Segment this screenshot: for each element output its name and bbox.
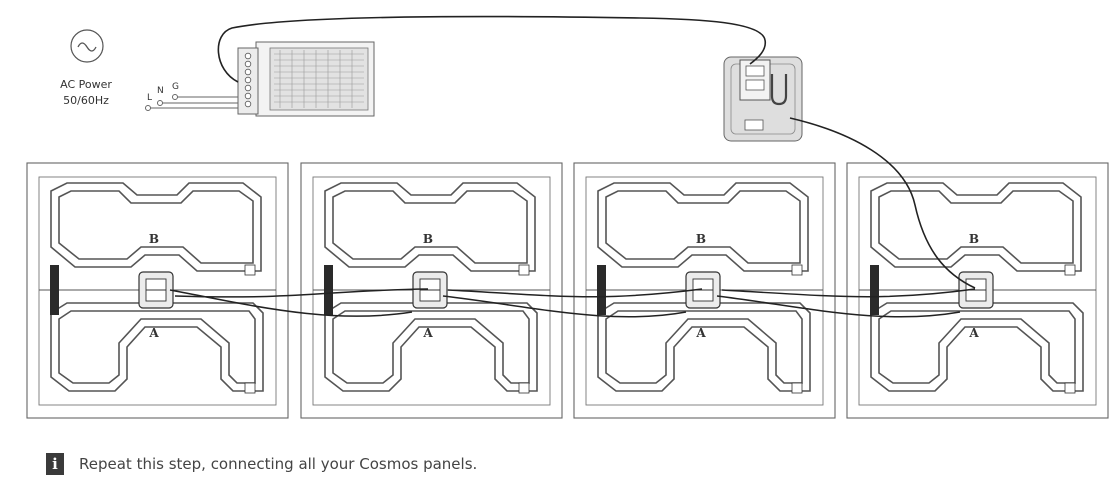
ac-power-symbol: AC Power 50/60Hz (60, 29, 112, 107)
terminal-l-label: L (147, 93, 152, 103)
zone-b-label: B (149, 232, 159, 246)
ac-frequency-label: 50/60Hz (63, 94, 109, 107)
zone-a-label: A (422, 326, 433, 340)
note-text: Repeat this step, connecting all your Co… (79, 455, 478, 473)
zone-b-label: B (696, 232, 706, 246)
terminal-g-label: G (172, 82, 179, 92)
power-cable (217, 15, 767, 83)
ac-power-label: AC Power (60, 78, 112, 91)
ac-sine-icon (70, 29, 104, 63)
cosmos-panel: B A (846, 162, 1109, 419)
controller-cable (789, 117, 976, 289)
info-note: i Repeat this step, connecting all your … (46, 452, 477, 476)
mains-terminals: L N G (145, 82, 238, 111)
power-supply-unit (237, 41, 375, 117)
zone-b-label: B (423, 232, 433, 246)
panel-link-cables (169, 288, 976, 318)
zone-a-label: A (148, 326, 159, 340)
cosmos-panel: B A (573, 162, 836, 419)
info-icon: i (46, 453, 64, 475)
cosmos-panel: B A (26, 162, 289, 419)
controller-box (723, 56, 803, 142)
zone-a-label: A (968, 326, 979, 340)
zone-a-label: A (695, 326, 706, 340)
terminal-n-label: N (157, 86, 164, 96)
zone-b-label: B (969, 232, 979, 246)
cosmos-panel: B A (300, 162, 563, 419)
